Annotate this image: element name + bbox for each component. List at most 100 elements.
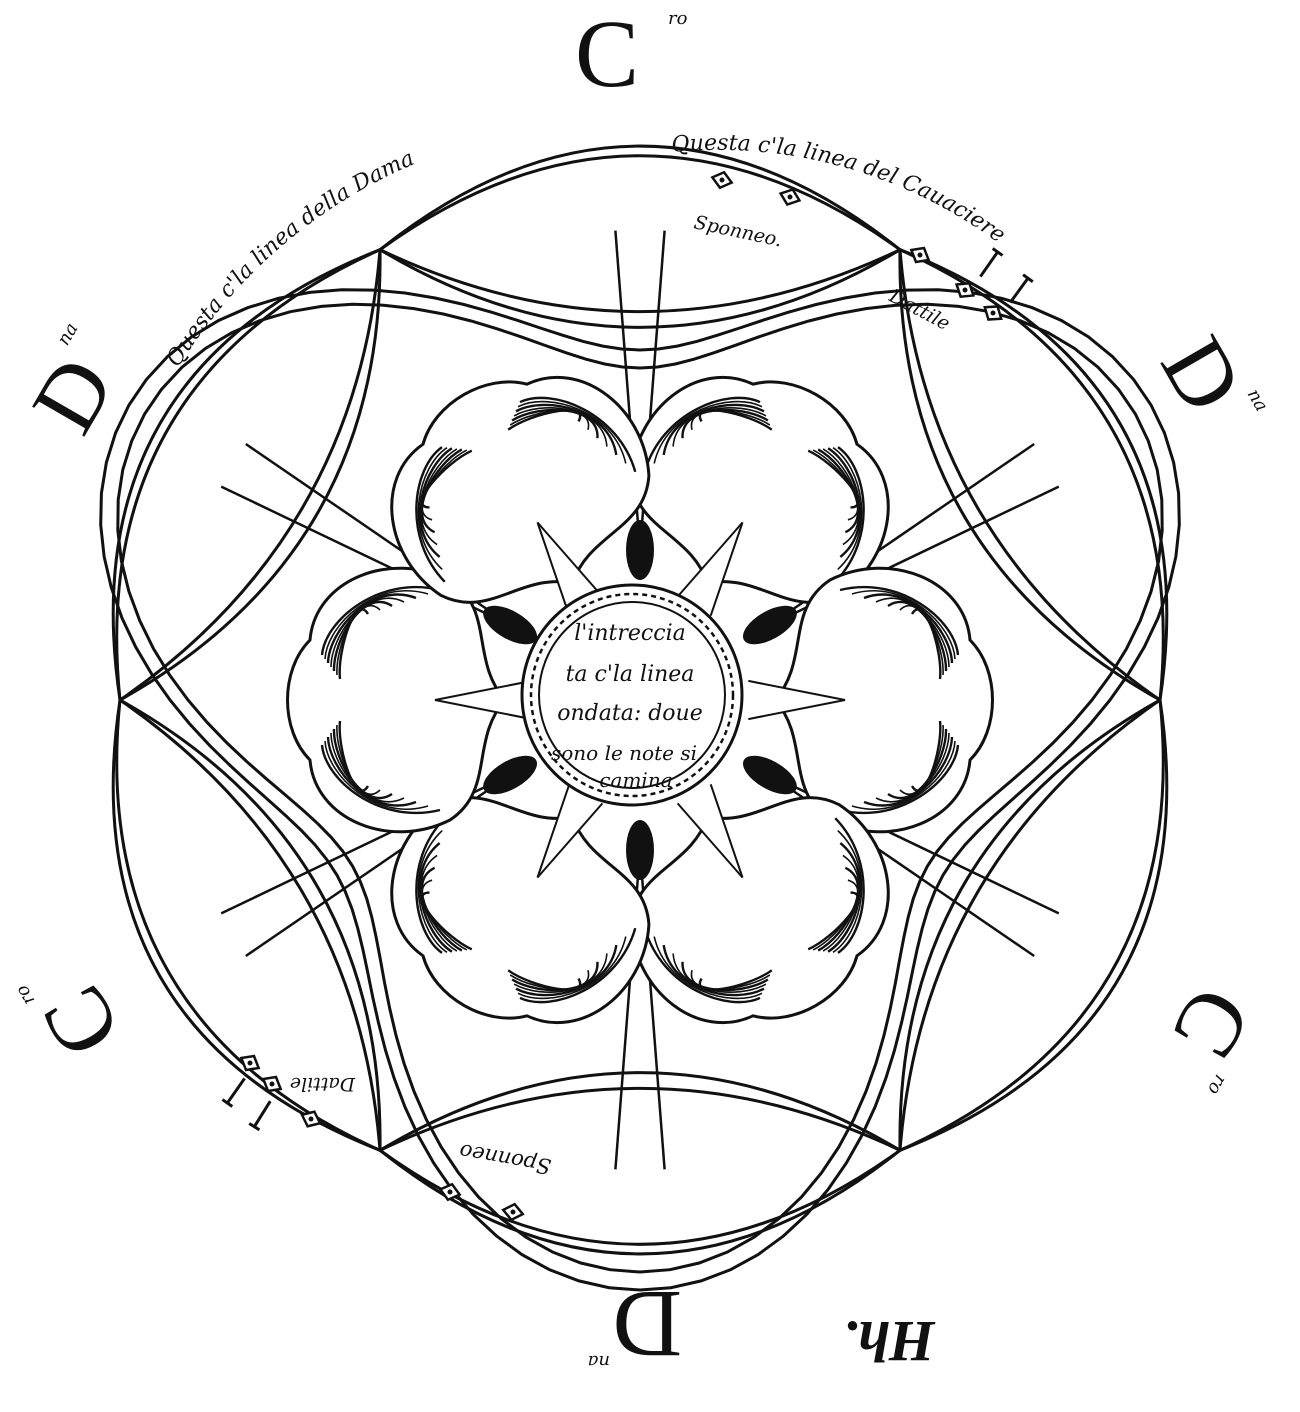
band-inner-2-1 [898, 698, 1161, 1151]
note-diamond-icon-dot [990, 310, 996, 316]
band-outer-3-0 [379, 1149, 901, 1256]
wave-line-1 [116, 302, 1164, 1274]
rose-hatch-right-2-6 [698, 969, 773, 991]
note-diamond-icon-dot [447, 1189, 453, 1195]
rose-hatch-right-0-1 [832, 447, 863, 570]
note-diamond-icon-dot [917, 252, 923, 258]
rose-petal-0 [629, 375, 890, 604]
band-outer-2-1 [899, 699, 1165, 1152]
rose-hatch-left-2-6 [807, 891, 859, 951]
dattile-label-bottom: Dattile [290, 1073, 356, 1095]
center-line-3: ondata: doue [557, 701, 703, 726]
letter-lower-right-sup: ro [1203, 1071, 1231, 1098]
rose-petal-5 [390, 375, 651, 604]
band-inner-4-0 [119, 698, 382, 1151]
letter-bottom-sup: na [588, 1351, 610, 1372]
band-inner-1-0 [898, 249, 1161, 702]
rose-hatch-left-3-6 [507, 969, 582, 991]
rose-hatching [483, 520, 797, 880]
interlaced-bands [99, 144, 1181, 1292]
letter-top-big: C [575, 0, 639, 107]
band-outer-4-0 [111, 699, 381, 1152]
band-inner-1-1 [898, 249, 1161, 702]
band-outer-0-1 [379, 154, 901, 251]
note-diamond-icon-dot [962, 287, 968, 293]
letter-upper-left-sup: na [53, 319, 82, 349]
sponneo-label-bottom: Sponneo [458, 1139, 553, 1179]
rose-hatch-right-5-1 [517, 400, 627, 464]
rose-ray-3 [536, 783, 604, 879]
letter-upper-right-sup: na [1243, 385, 1272, 415]
center-line-1: l'intreccia [574, 621, 685, 646]
dattile-label-top: Dattile [885, 285, 954, 336]
letter-lower-left-sup: ro [11, 981, 39, 1008]
rose-hatch-left-0-6 [698, 409, 773, 431]
rose-ray-0 [676, 521, 744, 617]
band-outer-1-1 [899, 248, 1165, 701]
note-diamond-icon-dot [787, 194, 793, 200]
note-hand-icon [1009, 273, 1034, 304]
letter-top: C ro [575, 0, 688, 107]
rose-hatch-right-4-1 [324, 590, 429, 660]
band-inner-5-1 [119, 249, 382, 702]
center-line-5: camina [599, 768, 672, 792]
rose-petal-1 [773, 566, 994, 834]
rose-hatch-left-1-0 [839, 585, 960, 656]
rose-hatch-right-5-0 [519, 396, 637, 473]
rose-hatch-right-1-6 [910, 720, 942, 792]
band-outer-0-0 [379, 144, 901, 251]
note-diamond-icon-dot [269, 1081, 275, 1087]
band-inner-3-0 [379, 1071, 901, 1152]
band-outer-1-0 [899, 248, 1169, 701]
rose-hatch-right-4-0 [320, 585, 441, 656]
rose-hatch-left-5-6 [421, 449, 473, 509]
rose-hatch-left-4-1 [324, 740, 429, 810]
rose-petal-3 [390, 796, 651, 1025]
rose-hatch-left-0-0 [643, 396, 761, 473]
rose-hatch-right-2-1 [653, 936, 763, 1000]
rose-ray-5 [536, 521, 604, 617]
rose-hatch-left-1-1 [851, 590, 956, 660]
note-hand-icon [221, 1077, 246, 1108]
band-inner-3-1 [379, 1086, 901, 1152]
rose-petal-2 [629, 796, 890, 1025]
letter-bottom: D na [588, 1271, 682, 1378]
rose-hatch-right-3-6 [421, 891, 473, 951]
signature-label: Hh. [843, 1309, 936, 1374]
note-diamond-icon-dot [719, 177, 725, 183]
rose-notch-4 [483, 755, 538, 795]
rose-hatch-right-0-6 [807, 449, 859, 509]
letter-lower-right-big: C [1153, 971, 1272, 1075]
rose-hatch-left-5-1 [417, 447, 448, 570]
rose-hatch-right-4-6 [338, 608, 370, 680]
note-hand-icon [979, 247, 1004, 278]
rose-notch-3 [626, 820, 654, 880]
rose-hatch-right-5-6 [507, 409, 582, 431]
rose-hatch-left-2-1 [832, 830, 863, 953]
letter-upper-left: D na [12, 319, 134, 449]
rose-hatch-right-1-1 [851, 740, 956, 810]
note-diamond-icon-dot [510, 1209, 516, 1215]
letter-lower-right: C ro [1153, 971, 1272, 1098]
note-diamond-icon-dot [308, 1116, 314, 1122]
letter-lower-left: C ro [11, 970, 140, 1074]
rose-hatch-left-2-0 [834, 817, 865, 954]
band-outer-2-0 [899, 699, 1169, 1152]
rose-ray-4 [434, 679, 532, 721]
band-outer-4-1 [115, 699, 381, 1152]
rose-hatch-right-2-0 [643, 927, 761, 1004]
rose-hatch-left-0-1 [653, 400, 763, 464]
letter-lower-left-big: C [21, 970, 140, 1074]
rose-hatch-right-0-0 [834, 446, 865, 583]
band-outer-5-0 [111, 248, 381, 701]
note-hand-icon [248, 1100, 272, 1132]
rose-hatch-left-5-0 [415, 446, 446, 583]
rose-hatch-left-3-0 [519, 927, 637, 1004]
sponneo-label-top: Sponneo. [692, 211, 784, 251]
wave-line-0 [99, 288, 1181, 1292]
center-line-2: ta c'la linea [566, 662, 695, 687]
band-outer-5-1 [115, 248, 381, 701]
rose-ray-1 [748, 679, 846, 721]
